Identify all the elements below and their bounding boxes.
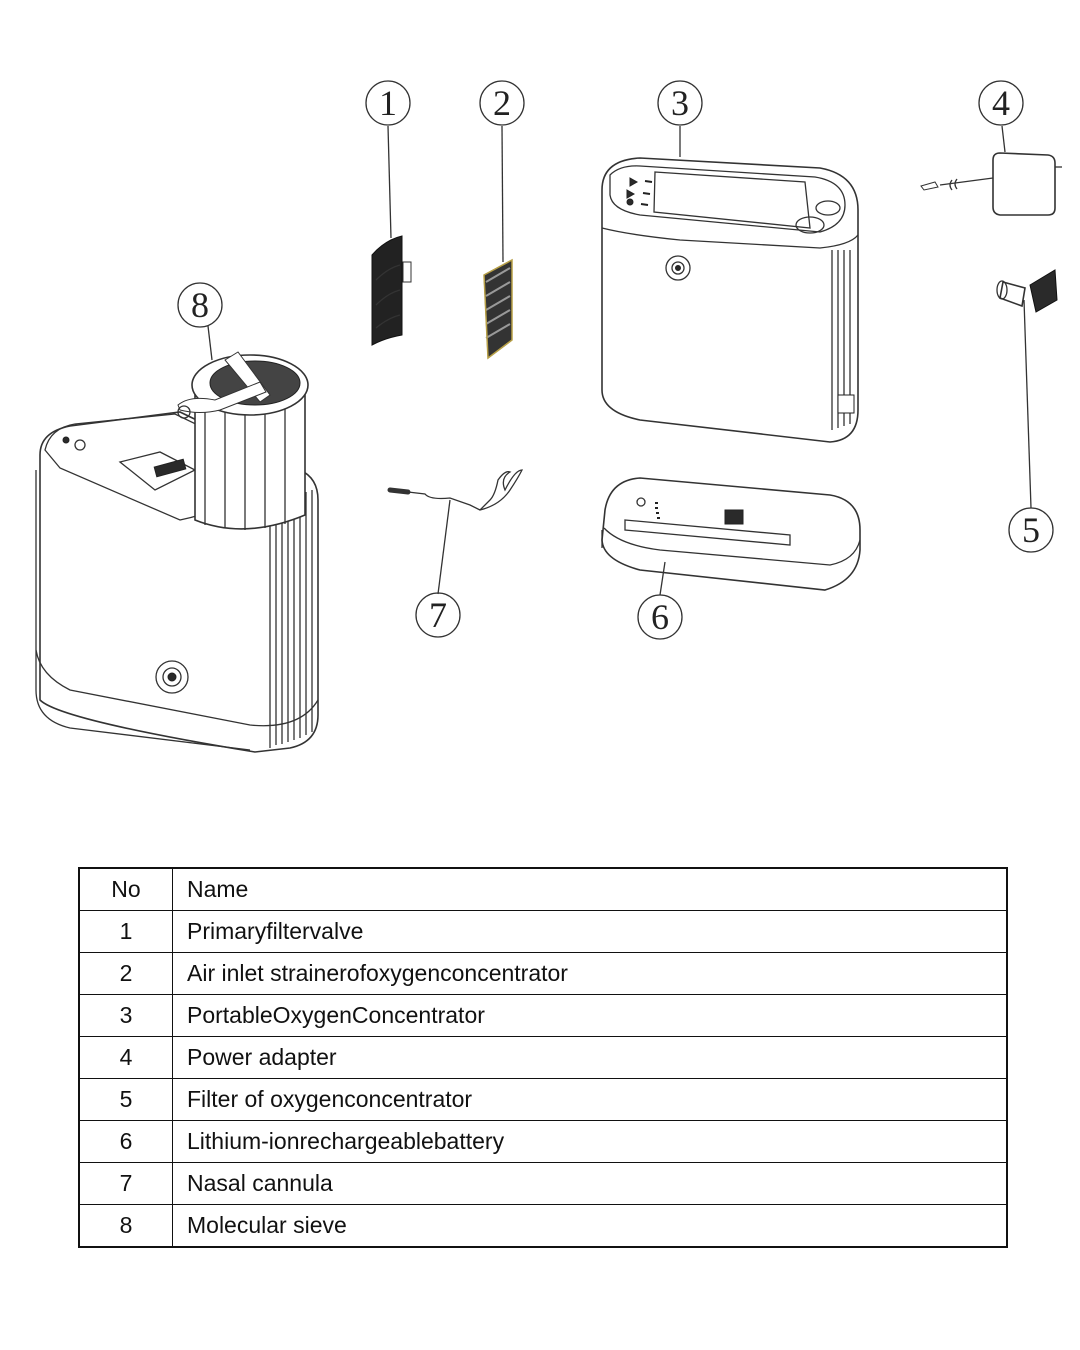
- parts-table: No Name 1 Primaryfiltervalve 2 Air inlet…: [78, 867, 1008, 1248]
- callout-7-number: 7: [429, 595, 447, 635]
- callout-1: 1: [365, 80, 411, 126]
- part-6-battery: [601, 477, 861, 596]
- callout-6-number: 6: [651, 597, 669, 637]
- callout-4-number: 4: [992, 83, 1010, 123]
- row-name: Filter of oxygenconcentrator: [172, 1078, 1008, 1121]
- row-no: 5: [78, 1078, 173, 1121]
- callout-8: 8: [177, 282, 223, 328]
- row-no: 6: [78, 1120, 173, 1163]
- table-row: 7 Nasal cannula: [78, 1162, 1008, 1205]
- callout-1-number: 1: [379, 83, 397, 123]
- callout-3: 3: [657, 80, 703, 126]
- control-buttons: [626, 177, 653, 206]
- table-row: 2 Air inlet strainerofoxygenconcentrator: [78, 952, 1008, 995]
- row-name: Molecular sieve: [172, 1204, 1008, 1248]
- callout-2-number: 2: [493, 83, 511, 123]
- table-row: 1 Primaryfiltervalve: [78, 910, 1008, 953]
- row-name: PortableOxygenConcentrator: [172, 994, 1008, 1037]
- side-vent-ribs: [275, 490, 313, 745]
- callout-7: 7: [415, 592, 461, 638]
- exploded-parts-diagram: 1 2 3 4 5 6 7 8: [35, 80, 1062, 753]
- row-no: 4: [78, 1036, 173, 1079]
- part-4-power-adapter: [920, 125, 1062, 216]
- row-name: Lithium-ionrechargeablebattery: [172, 1120, 1008, 1163]
- callout-5-number: 5: [1022, 510, 1040, 550]
- table-header-row: No Name: [78, 867, 1008, 911]
- part-5-filter: [996, 269, 1058, 509]
- row-name: Nasal cannula: [172, 1162, 1008, 1205]
- callout-8-number: 8: [191, 285, 209, 325]
- row-name: Power adapter: [172, 1036, 1008, 1079]
- header-name: Name: [172, 867, 1008, 911]
- table-row: 5 Filter of oxygenconcentrator: [78, 1078, 1008, 1121]
- callout-2: 2: [479, 80, 525, 126]
- callout-3-number: 3: [671, 83, 689, 123]
- part-7-nasal-cannula: [387, 469, 524, 595]
- part-1-primary-filter-valve: [371, 125, 412, 346]
- part-3-portable-oxygen-concentrator: [601, 126, 859, 443]
- callout-4: 4: [978, 80, 1024, 126]
- row-name: Primaryfiltervalve: [172, 910, 1008, 953]
- row-no: 8: [78, 1204, 173, 1248]
- header-no: No: [78, 867, 173, 911]
- row-no: 7: [78, 1162, 173, 1205]
- table-row: 4 Power adapter: [78, 1036, 1008, 1079]
- callout-6: 6: [637, 594, 683, 640]
- row-no: 1: [78, 910, 173, 953]
- part-8-molecular-sieve-unit: [35, 325, 319, 753]
- table-row: 6 Lithium-ionrechargeablebattery: [78, 1120, 1008, 1163]
- callout-5: 5: [1008, 507, 1054, 553]
- row-name: Air inlet strainerofoxygenconcentrator: [172, 952, 1008, 995]
- table-row: 8 Molecular sieve: [78, 1204, 1008, 1248]
- row-no: 3: [78, 994, 173, 1037]
- part-2-air-inlet-strainer: [483, 125, 513, 360]
- row-no: 2: [78, 952, 173, 995]
- table-row: 3 PortableOxygenConcentrator: [78, 994, 1008, 1037]
